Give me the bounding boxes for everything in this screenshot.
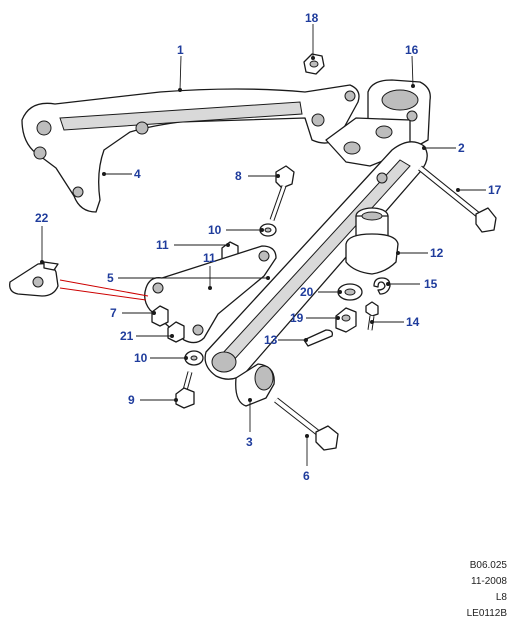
callout-14: 14 xyxy=(406,315,420,329)
split-pin-13 xyxy=(303,329,334,347)
leader-lines xyxy=(40,24,486,466)
callout-8: 8 xyxy=(235,169,242,183)
bolt-9 xyxy=(175,371,195,409)
bolt-14 xyxy=(365,301,379,331)
callout-21: 21 xyxy=(120,329,134,343)
footer-ref: LE0112B xyxy=(466,608,507,619)
footer-model: L8 xyxy=(495,592,507,603)
spring-washer-15 xyxy=(373,277,391,295)
callout-10-lower: 10 xyxy=(134,351,148,365)
callout-18: 18 xyxy=(305,11,319,25)
castle-nut-19 xyxy=(335,307,357,333)
callout-22: 22 xyxy=(35,211,49,225)
callout-19: 19 xyxy=(290,311,304,325)
callout-16: 16 xyxy=(405,43,419,57)
callout-11-lower: 11 xyxy=(203,251,216,265)
callout-9: 9 xyxy=(128,393,135,407)
bump-stop xyxy=(345,207,399,275)
nut-18 xyxy=(303,53,325,75)
bolt-6 xyxy=(274,397,339,451)
callout-13: 13 xyxy=(264,333,278,347)
nut-7 xyxy=(151,305,169,327)
callout-2: 2 xyxy=(458,141,465,155)
bolt-8 xyxy=(269,165,295,221)
callout-11-upper: 11 xyxy=(156,238,169,252)
callout-1: 1 xyxy=(177,43,184,57)
footer-code: B06.025 xyxy=(469,560,507,571)
footer-date: 11-2008 xyxy=(471,576,507,587)
mounting-housing xyxy=(325,79,431,167)
callout-10-upper: 10 xyxy=(208,223,222,237)
callout-17: 17 xyxy=(488,183,502,197)
long-bolt-17 xyxy=(418,165,497,233)
crossmember-bracket xyxy=(21,84,360,213)
callout-6: 6 xyxy=(303,469,310,483)
callout-5: 5 xyxy=(107,271,114,285)
callout-4: 4 xyxy=(134,167,141,181)
washer-10-lower xyxy=(184,350,204,366)
callout-20: 20 xyxy=(300,285,314,299)
callout-7: 7 xyxy=(110,306,117,320)
highlight-leaders xyxy=(59,279,149,301)
bush xyxy=(235,363,275,407)
callout-15: 15 xyxy=(424,277,438,291)
callout-labels: 1 16 18 2 4 17 8 10 12 11 11 5 22 7 21 1… xyxy=(35,11,502,483)
washer-20 xyxy=(337,283,363,301)
clip-22 xyxy=(9,261,59,297)
callout-12: 12 xyxy=(430,246,444,260)
callout-3: 3 xyxy=(246,435,253,449)
